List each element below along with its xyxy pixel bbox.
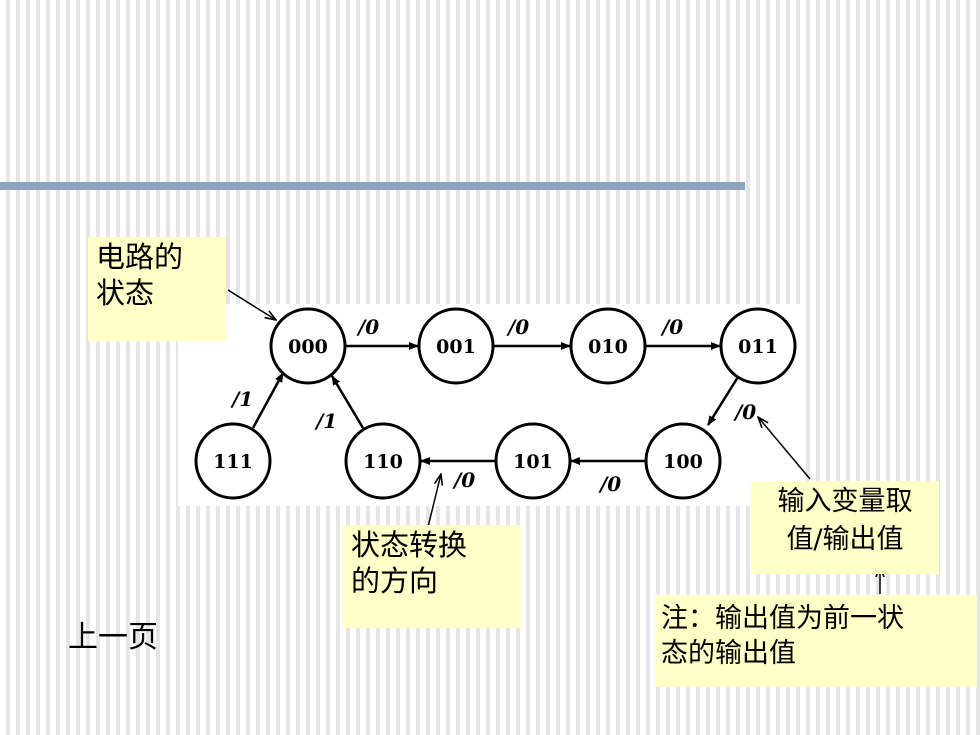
callout-transition-direction-line1: 状态转换 <box>351 528 468 562</box>
state-diagram: 000 001 010 011 100 101 110 111 <box>194 307 797 500</box>
svg-text:000: 000 <box>288 336 328 358</box>
callout-input-output: 输入变量取 值/输出值 <box>751 481 939 574</box>
svg-text:/1: /1 <box>230 387 253 411</box>
callout-circuit-state-line2: 状态 <box>96 276 155 310</box>
state-node-101: 101 <box>494 422 572 500</box>
svg-text:100: 100 <box>663 451 703 473</box>
state-diagram-figure: 000 001 010 011 100 101 110 111 <box>178 304 804 506</box>
svg-text:/0: /0 <box>356 315 379 339</box>
state-node-111: 111 <box>194 422 272 500</box>
callout-circuit-state: 电路的 状态 <box>88 237 226 341</box>
state-node-010: 010 <box>569 307 647 385</box>
transition-001-010: /0 <box>493 315 571 350</box>
callout-circuit-state-line1: 电路的 <box>96 240 184 274</box>
transition-110-000: /1 <box>314 375 365 433</box>
svg-text:/0: /0 <box>733 400 756 424</box>
svg-text:011: 011 <box>738 336 778 358</box>
transition-011-100: /0 <box>706 376 756 426</box>
transition-101-110: /0 <box>420 457 496 492</box>
svg-text:/0: /0 <box>660 315 683 339</box>
state-node-011: 011 <box>719 307 797 385</box>
svg-text:110: 110 <box>363 451 403 473</box>
svg-text:001: 001 <box>436 336 476 358</box>
title-underline-rule <box>0 182 745 190</box>
svg-text:/0: /0 <box>506 315 529 339</box>
svg-text:101: 101 <box>513 451 553 473</box>
state-node-110: 110 <box>344 422 422 500</box>
svg-text:111: 111 <box>213 451 253 473</box>
callout-note: 注：输出值为前一状 态的输出值 <box>655 595 977 687</box>
state-node-001: 001 <box>417 307 495 385</box>
prev-page-link[interactable]: 上一页 <box>68 620 158 655</box>
transition-000-001: /0 <box>345 315 419 350</box>
svg-text:010: 010 <box>588 336 628 358</box>
state-node-100: 100 <box>644 422 722 500</box>
callout-note-line2: 态的输出值 <box>661 638 796 669</box>
callout-input-output-line2: 值/输出值 <box>786 524 904 555</box>
transition-100-101: /0 <box>570 457 646 496</box>
state-node-000: 000 <box>269 307 347 385</box>
svg-text:/0: /0 <box>452 468 475 492</box>
callout-transition-direction-line2: 的方向 <box>351 564 439 598</box>
svg-text:/1: /1 <box>314 409 337 433</box>
transition-010-011: /0 <box>645 315 721 350</box>
callout-input-output-line1: 输入变量取 <box>777 486 913 517</box>
svg-text:/0: /0 <box>598 472 621 496</box>
callout-note-line1: 注：输出值为前一状 <box>661 603 904 634</box>
callout-transition-direction: 状态转换 的方向 <box>343 525 521 628</box>
transition-111-000: /1 <box>230 372 285 429</box>
